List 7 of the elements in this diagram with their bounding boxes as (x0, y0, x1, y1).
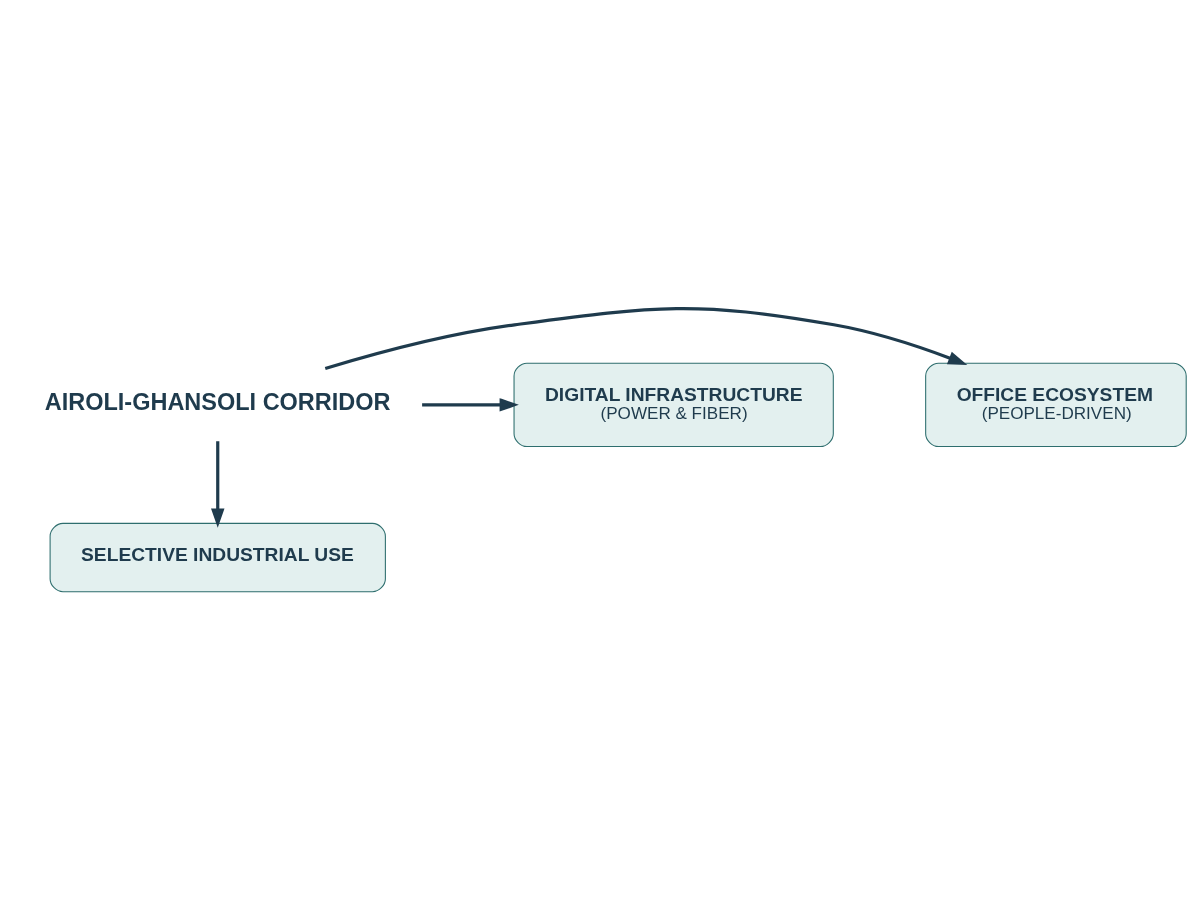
arrow (324, 307, 968, 371)
node-box: OFFICE ECOSYSTEM (PEOPLE-DRIVEN) (925, 362, 1187, 448)
node-box: DIGITAL INFRASTRUCTURE (POWER & FIBER) (513, 362, 834, 448)
arrow (422, 398, 519, 412)
node-box: SELECTIVE INDUSTRIAL USE (49, 522, 386, 593)
arrow (211, 441, 225, 528)
node-text: AIROLI-GHANSOLI CORRIDOR (44, 388, 391, 415)
